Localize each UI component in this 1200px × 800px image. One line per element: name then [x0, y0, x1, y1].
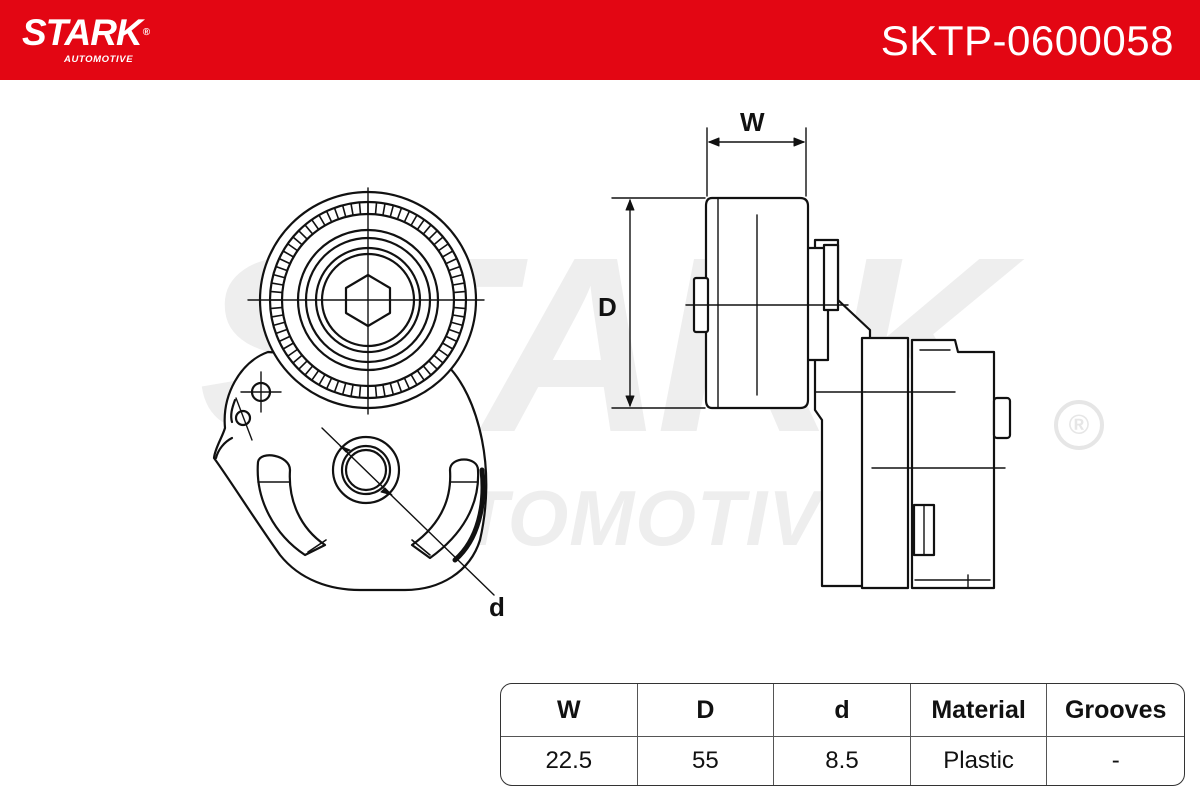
pulley-knurl-tick	[403, 378, 410, 389]
brand-sub: AUTOMOTIVE	[64, 54, 134, 65]
pulley-knurl-tick	[438, 349, 449, 357]
pulley-knurl-tick	[283, 342, 294, 350]
pulley-knurl-tick	[304, 224, 313, 235]
pulley-knurl-tick	[442, 342, 453, 350]
pulley-knurl-tick	[448, 328, 460, 334]
pulley-knurl-tick	[287, 243, 298, 251]
pulley-knurl-tick	[389, 205, 394, 217]
pulley-knurl-tick	[311, 219, 319, 230]
spec-value-width: 22.5	[501, 737, 638, 785]
pulley-knurl-tick	[451, 274, 463, 279]
pulley-knurl-tick	[451, 321, 463, 326]
pulley-knurl-tick	[350, 203, 354, 216]
pulley-knurl-tick	[446, 335, 457, 342]
pulley-knurl-tick	[318, 374, 326, 385]
pulley-knurl-tick	[326, 378, 333, 389]
brand-registered: ®	[142, 27, 150, 38]
technical-drawing	[212, 127, 1012, 596]
pulley-knurl-tick	[448, 266, 460, 272]
pulley-knurl-tick	[423, 224, 432, 235]
pulley-knurl-tick	[446, 258, 457, 265]
arm-slot-right	[410, 458, 480, 560]
pulley-knurl-tick	[304, 365, 313, 376]
pulley-knurl-tick	[273, 274, 285, 279]
pulley-knurl-tick	[396, 208, 402, 220]
dimension-label-diameter: D	[598, 292, 617, 322]
spec-value-bore: 8.5	[774, 737, 911, 785]
pulley-knurl-tick	[374, 385, 378, 398]
pulley-knurl-tick	[396, 380, 402, 392]
pulley-knurl-tick	[276, 328, 288, 334]
spec-header-material: Material	[910, 684, 1048, 737]
spec-value-material: Plastic	[911, 737, 1048, 785]
pulley-knurl-tick	[433, 236, 444, 245]
pulley-knurl-tick	[292, 236, 303, 245]
spec-header-width: W	[501, 684, 638, 737]
spec-value-grooves: -	[1111, 747, 1120, 774]
spec-header-diameter: D	[637, 684, 775, 737]
pulley-knurl-tick	[271, 282, 284, 286]
pulley-knurl-tick	[453, 306, 466, 310]
pulley-knurl-tick	[417, 370, 425, 381]
pulley-knurl-tick	[334, 380, 340, 392]
pulley-knurl-tick	[428, 360, 438, 370]
pulley-knurl-tick	[382, 384, 386, 397]
pulley-knurl-tick	[276, 266, 288, 272]
brand-name: STARK	[22, 12, 143, 53]
pulley-knurl-tick	[283, 250, 294, 258]
pulley-knurl-tick	[410, 374, 418, 385]
dimension-label-width: W	[740, 107, 765, 137]
pulley-knurl-tick	[311, 370, 319, 381]
pulley-knurl-tick	[287, 349, 298, 357]
spec-table: W D d Material Grooves 22.5 55 8.5 Plast…	[500, 683, 1185, 786]
pulley-knurl-tick	[452, 282, 465, 286]
pulley-knurl-tick	[410, 215, 418, 226]
header-bar: STARK® AUTOMOTIVE SKTP-0600058	[0, 0, 1200, 80]
pulley-knurl-tick	[298, 230, 308, 240]
spec-header-row: W D d Material Grooves	[501, 684, 1184, 737]
side-view	[611, 127, 1012, 590]
pulley-knurl-tick	[292, 355, 303, 364]
pulley-knurl-tick	[326, 211, 333, 222]
pulley-knurl-tick	[438, 243, 449, 251]
pulley-knurl-tick	[452, 314, 465, 318]
pulley-knurl-tick	[342, 205, 347, 217]
pulley-knurl-tick	[279, 335, 290, 342]
pulley-knurl-tick	[273, 321, 285, 326]
pulley-knurl-tick	[417, 219, 425, 230]
pulley-knurl-tick	[342, 383, 347, 395]
spec-header-bore: d	[774, 684, 911, 737]
pulley-knurl-tick	[279, 258, 290, 265]
spec-header-grooves: Grooves	[1047, 684, 1184, 737]
pulley-knurl-tick	[382, 203, 386, 216]
spec-value-diameter: 55	[638, 737, 775, 785]
pulley-knurl-tick	[334, 208, 340, 220]
arm-slot-left	[256, 454, 327, 557]
pulley-knurl-tick	[423, 365, 432, 376]
pulley-knurl-tick	[318, 215, 326, 226]
pulley-knurl-tick	[350, 384, 354, 397]
pulley-knurl-tick	[270, 290, 283, 294]
pulley-knurl-tick	[442, 250, 453, 258]
pulley-knurl-tick	[403, 211, 410, 222]
pulley-knurl-tick	[453, 290, 466, 294]
part-number: SKTP-0600058	[880, 17, 1174, 64]
pulley-knurl-tick	[433, 355, 444, 364]
pulley-knurl-tick	[374, 202, 378, 215]
dimension-label-bore: d	[489, 592, 505, 622]
front-view	[212, 187, 495, 596]
spec-value-row: 22.5 55 8.5 Plastic -	[501, 737, 1184, 785]
brand-logo: STARK® AUTOMOTIVE	[22, 12, 150, 66]
pulley-knurl-tick	[358, 385, 362, 398]
pulley-knurl-tick	[271, 314, 284, 318]
pulley-knurl-tick	[298, 360, 308, 370]
pulley-knurl-tick	[358, 202, 362, 215]
pulley-knurl-tick	[428, 230, 438, 240]
pulley-knurl-tick	[389, 383, 394, 395]
pulley-knurl-tick	[270, 306, 283, 310]
